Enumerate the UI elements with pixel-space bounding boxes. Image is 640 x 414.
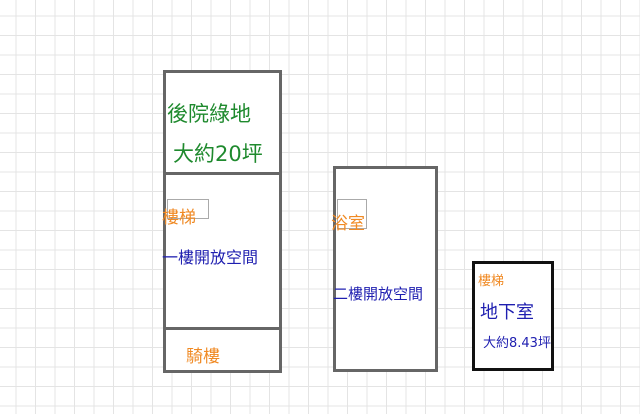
stairs-marker: [167, 199, 209, 219]
floor2-label: 二樓開放空間: [333, 285, 424, 303]
backyard-room: [163, 70, 282, 176]
backyard-area: 大約20坪: [173, 142, 263, 166]
stairs-label-1: 樓梯: [162, 208, 196, 228]
arcade-room: [163, 327, 282, 373]
bathroom-marker: [337, 199, 367, 229]
floor1-room: [163, 172, 282, 330]
basement-room: [472, 261, 554, 371]
bathroom-label: 浴室: [331, 214, 365, 234]
floor1-label: 一樓開放空間: [162, 248, 259, 267]
floor2-room: [333, 166, 438, 372]
basement-label: 地下室: [480, 302, 534, 323]
backyard-label: 後院綠地: [167, 102, 251, 126]
stairs-label-2: 樓梯: [478, 274, 505, 289]
basement-area: 大約8.43坪: [483, 336, 551, 351]
arcade-label: 騎樓: [186, 347, 220, 367]
